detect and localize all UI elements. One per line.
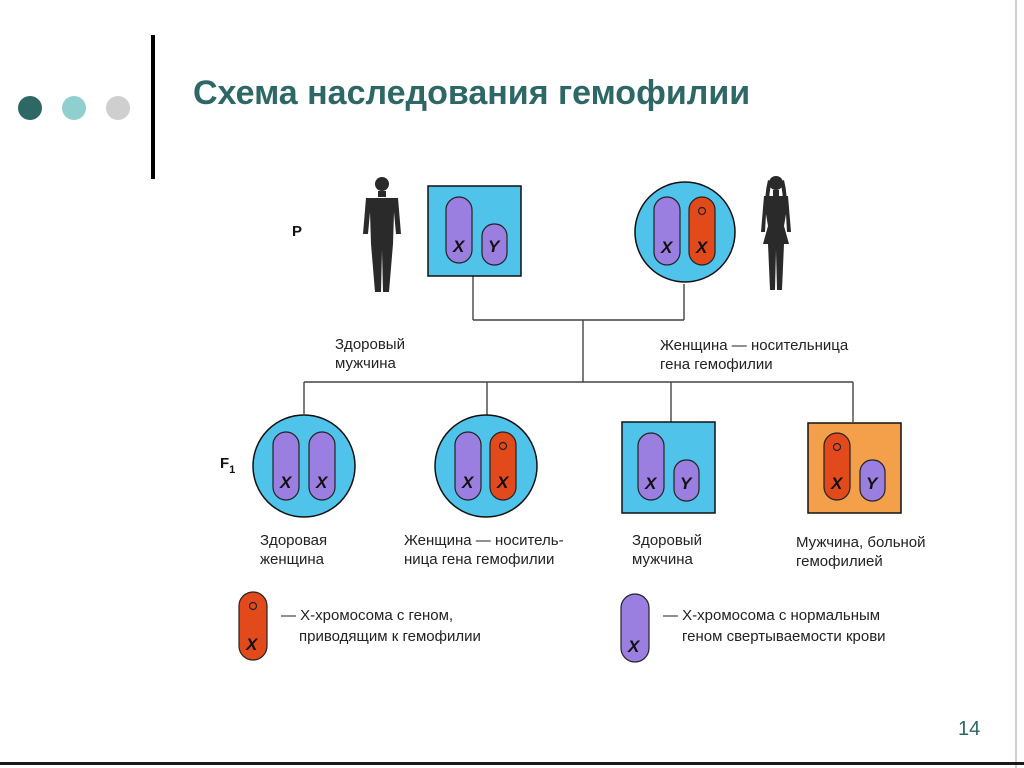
chromosome-x-label: X	[279, 473, 293, 492]
chromosome-x-label: X	[496, 473, 510, 492]
legend-mutant-text: — X-хромосома с геном,приводящим к гемоф…	[281, 607, 481, 645]
generation-p-label: P	[292, 223, 302, 240]
mutant-x-chromosome	[688, 196, 716, 266]
pedigree-lines	[303, 276, 854, 422]
chromosome-x-label: X	[660, 238, 674, 257]
chromosome-x-label: X	[452, 237, 466, 256]
normal-x-chromosome	[653, 196, 681, 266]
y-chromosome	[859, 459, 886, 502]
page-number: 14	[958, 718, 981, 740]
chromosome-y-label: Y	[488, 237, 501, 256]
legend-mutant: X — X-хромосома с геном,приводящим к гем…	[238, 591, 481, 661]
male-silhouette-icon	[363, 177, 401, 292]
child-healthy-male-cell: X Y	[621, 421, 716, 514]
right-edge-line	[1015, 0, 1017, 768]
mutant-gene-marker	[697, 206, 707, 216]
generation-f1-label: F1	[220, 455, 235, 476]
chromosome-x-label: X	[644, 474, 658, 493]
y-chromosome	[481, 223, 508, 266]
normal-x-chromosome	[454, 431, 482, 501]
normal-x-chromosome	[637, 432, 665, 501]
child-carrier-female-cell: X X	[434, 414, 538, 518]
decor-dot-light	[62, 96, 86, 120]
child2-label: Женщина — носитель-ница гена гемофилии	[404, 532, 564, 568]
mutant-gene-marker	[498, 441, 508, 451]
chromosome-x-label: X	[830, 474, 844, 493]
chromosome-x-label: X	[461, 473, 475, 492]
decor-dot-dark	[18, 96, 42, 120]
mutant-x-chromosome	[489, 431, 517, 501]
chromosome-x-label: X	[695, 238, 709, 257]
title-divider	[151, 35, 155, 179]
mother-cell: X X	[634, 181, 736, 283]
bottom-rule	[0, 762, 1024, 765]
child-affected-male-cell: X Y	[807, 422, 902, 514]
chromosome-x-label: X	[245, 635, 259, 654]
y-chromosome	[673, 459, 700, 502]
father-cell: X Y	[427, 185, 522, 277]
mutant-x-chromosome	[823, 432, 851, 501]
page-title: Схема наследования гемофилии	[193, 74, 751, 112]
decor-dot-gray	[106, 96, 130, 120]
legend-normal-chromosome	[620, 593, 650, 663]
normal-x-chromosome	[445, 196, 473, 264]
normal-x-chromosome	[308, 431, 336, 501]
normal-x-chromosome	[272, 431, 300, 501]
mutant-gene-marker	[832, 442, 842, 452]
legend-mutant-chromosome	[238, 591, 268, 661]
child-healthy-female-cell: X X	[252, 414, 356, 518]
chromosome-x-label: X	[315, 473, 329, 492]
chromosome-y-label: Y	[866, 474, 879, 493]
female-silhouette-icon	[761, 176, 791, 290]
mutant-gene-marker	[248, 601, 258, 611]
chromosome-y-label: Y	[680, 474, 693, 493]
chromosome-x-label: X	[627, 637, 641, 656]
